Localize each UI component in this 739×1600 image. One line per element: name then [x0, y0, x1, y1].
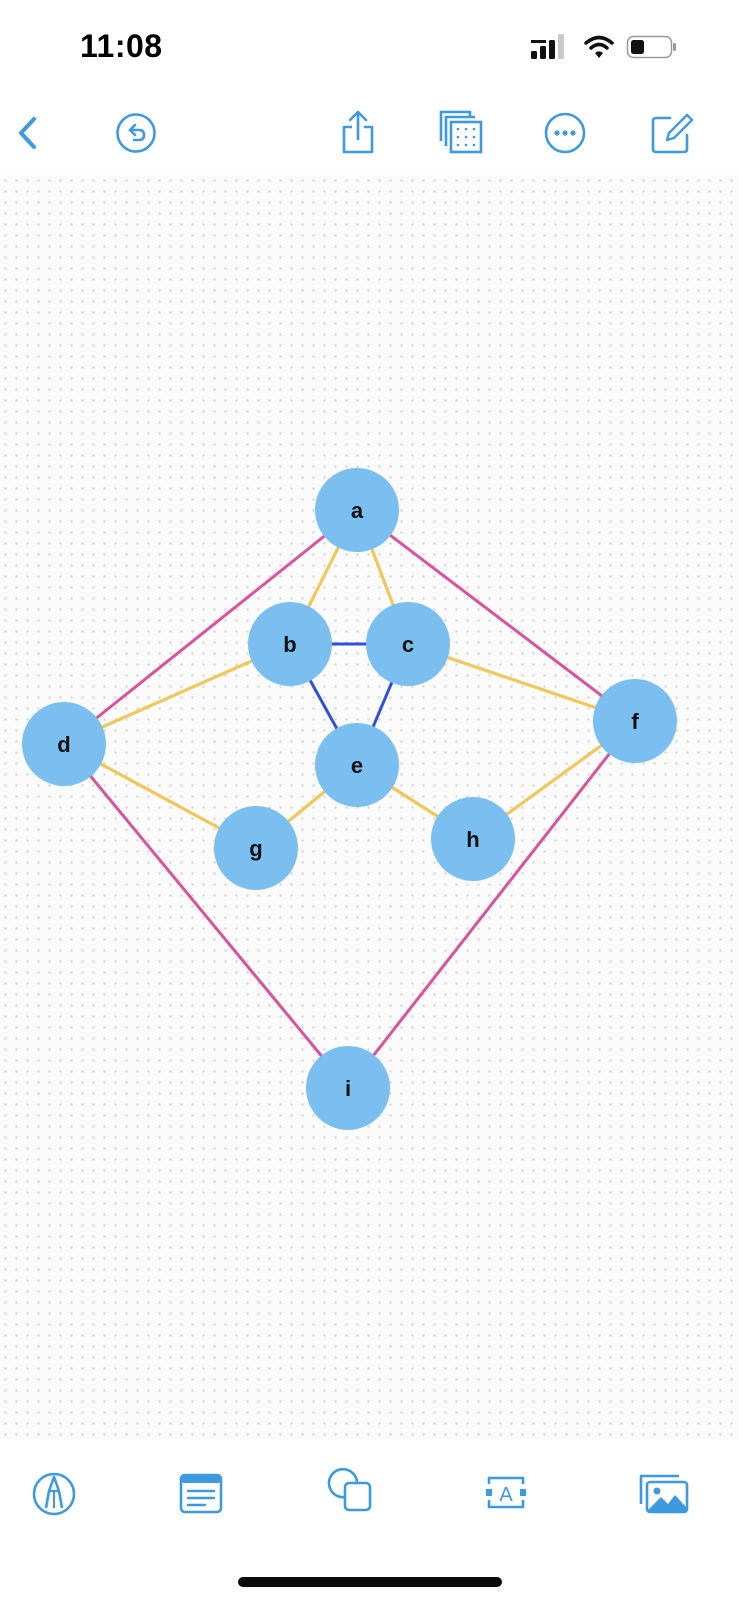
top-toolbar [0, 95, 739, 175]
text-box-button[interactable]: A [476, 1464, 536, 1524]
graph-diagram: a b c d e f g h i [22, 468, 677, 1130]
node-g[interactable]: g [214, 806, 298, 890]
home-indicator [238, 1577, 502, 1587]
media-button[interactable] [633, 1464, 693, 1524]
node-h[interactable]: h [431, 797, 515, 881]
shapes-button[interactable] [321, 1464, 381, 1524]
node-circle [366, 602, 450, 686]
node-e[interactable]: e [315, 723, 399, 807]
node-circle [315, 723, 399, 807]
node-b[interactable]: b [248, 602, 332, 686]
back-icon [19, 117, 36, 149]
node-circle [593, 679, 677, 763]
node-circle [306, 1046, 390, 1130]
node-a[interactable]: a [315, 468, 399, 552]
node-label: c [402, 632, 414, 657]
node-circle [248, 602, 332, 686]
bottom-toolbar: A [0, 1450, 739, 1540]
node-circle [22, 702, 106, 786]
battery-icon [626, 35, 676, 59]
status-bar: 11:08 [0, 0, 739, 95]
status-time: 11:08 [80, 28, 163, 64]
edge-a-f[interactable] [355, 508, 637, 723]
back-button[interactable] [0, 105, 56, 161]
text-box-glyph: A [499, 1484, 513, 1506]
cellular-signal-icon [531, 34, 564, 59]
undo-button[interactable] [108, 105, 164, 161]
undo-icon [116, 113, 156, 153]
compose-button[interactable] [642, 105, 698, 161]
board-view-icon [439, 110, 483, 154]
edge-a-d[interactable] [62, 508, 359, 746]
more-button[interactable] [537, 105, 593, 161]
share-button[interactable] [330, 105, 386, 161]
compose-icon [651, 113, 694, 154]
node-label: f [631, 709, 639, 734]
node-label: e [351, 753, 363, 778]
node-f[interactable]: f [593, 679, 677, 763]
media-icon [639, 1474, 689, 1514]
share-icon [342, 110, 374, 154]
node-circle [431, 797, 515, 881]
node-c[interactable]: c [366, 602, 450, 686]
edge-f-i[interactable] [346, 719, 637, 1090]
graph-nodes: a b c d e f g h i [22, 468, 677, 1130]
node-label: b [283, 632, 296, 657]
node-circle [315, 468, 399, 552]
node-label: h [466, 827, 479, 852]
node-label: d [57, 732, 70, 757]
edge-d-i[interactable] [62, 742, 350, 1090]
node-circle [214, 806, 298, 890]
more-icon [544, 112, 586, 154]
board-canvas[interactable]: a b c d e f g h i [0, 175, 739, 1440]
sticky-note-icon [179, 1473, 223, 1514]
node-label: i [345, 1076, 351, 1101]
node-label: g [249, 836, 262, 861]
board-view-button[interactable] [433, 105, 489, 161]
node-d[interactable]: d [22, 702, 106, 786]
sticky-note-button[interactable] [171, 1464, 231, 1524]
pen-tool-button[interactable] [24, 1464, 84, 1524]
pen-tool-icon [32, 1472, 76, 1516]
status-icons [531, 32, 681, 62]
wifi-icon [584, 35, 614, 58]
node-label: a [351, 498, 364, 523]
node-i[interactable]: i [306, 1046, 390, 1130]
shapes-icon [327, 1467, 372, 1512]
text-box-icon: A [486, 1476, 526, 1509]
